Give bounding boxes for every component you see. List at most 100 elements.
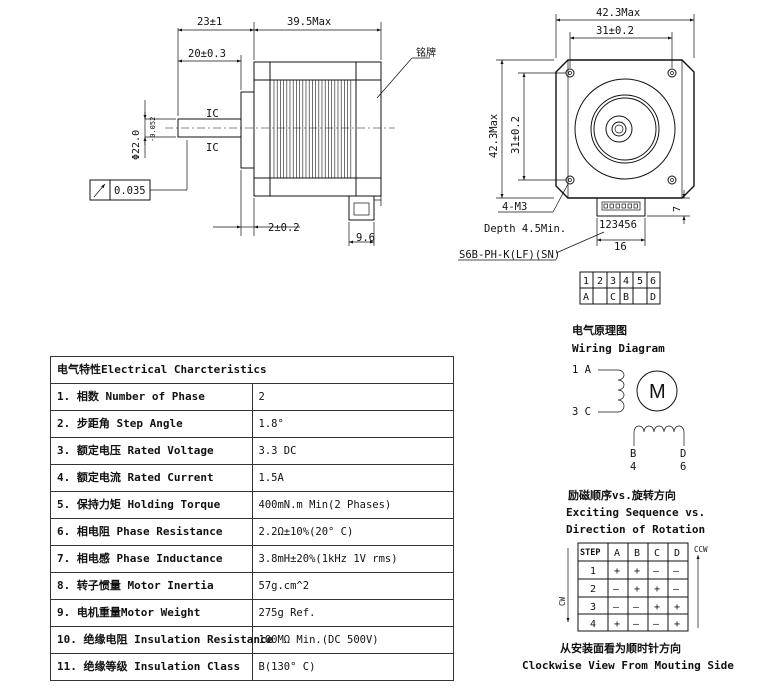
- motor-symbol-circle: [636, 370, 678, 412]
- seq-head-step: STEP: [580, 548, 600, 558]
- seq-r4-b: —: [633, 619, 640, 630]
- spec-key: 8. 转子惯量 Motor Inertia: [50, 572, 253, 600]
- dim-hole-spacing-vertical: 31±0.2: [510, 116, 522, 154]
- sequence-footer-cn: 从安装面看为顺时针方向: [560, 641, 681, 655]
- seq-r1-b: +: [634, 566, 640, 577]
- seq-step-2: 2: [590, 584, 596, 595]
- seq-r2-c: +: [654, 584, 660, 595]
- ic-upper: IC: [206, 108, 219, 120]
- dim-hole-spacing: 31±0.2: [596, 25, 634, 37]
- connector-housing: [348, 195, 375, 221]
- phase-4: B: [623, 292, 629, 303]
- table-row: 6. 相电阻 Phase Resistance 2.2Ω±10%(20° C): [50, 518, 454, 546]
- runout-value: 0.035: [114, 185, 146, 197]
- wiring-title-cn: 电气原理图: [572, 323, 627, 337]
- side-view: 42.3Max 31±0.2 42.3Max 31±0.2 7 4-M3 Dep…: [458, 7, 695, 261]
- spec-key: 2. 步距角 Step Angle: [50, 410, 253, 438]
- seq-step-4: 4: [590, 619, 596, 630]
- spec-value: 57g.cm^2: [251, 572, 454, 600]
- spec-key: 4. 额定电流 Rated Current: [50, 464, 253, 492]
- spec-key: 11. 绝缘等级 Insulation Class: [50, 653, 253, 681]
- dim-top-left: 23±1: [197, 16, 222, 28]
- spec-value: 2: [251, 383, 454, 411]
- seq-head-b: B: [634, 548, 640, 559]
- phase-6: D: [650, 292, 656, 303]
- pin-map: 1 2 3 4 5 6 A C B D: [579, 271, 661, 305]
- seq-head-d: D: [674, 548, 680, 559]
- pin-2: 2: [597, 276, 603, 287]
- coil-ac: [617, 369, 625, 413]
- spec-key: 1. 相数 Number of Phase: [50, 383, 253, 411]
- label-1a: 1 A: [572, 364, 592, 376]
- pin-3: 3: [610, 276, 616, 287]
- spec-key: 5. 保持力矩 Holding Torque: [50, 491, 253, 519]
- seq-r2-a: —: [613, 584, 620, 595]
- dim-width-max: 42.3Max: [596, 7, 640, 19]
- spec-key: 10. 绝缘电阻 Insulation Resistance: [50, 626, 273, 654]
- ic-lower: IC: [206, 142, 219, 154]
- dim-top-body: 39.5Max: [287, 16, 331, 28]
- spec-value: 1.5A: [251, 464, 454, 492]
- motor-symbol: M: [649, 381, 666, 403]
- table-row: 11. 绝缘等级 Insulation Class B(130° C): [50, 653, 454, 681]
- seq-r3-b: —: [633, 602, 640, 613]
- table-header-row: 电气特性Electrical Charcteristics: [50, 356, 454, 384]
- dim-connector-width: 16: [614, 241, 627, 253]
- table-row: 1. 相数 Number of Phase 2: [50, 383, 454, 411]
- seq-r3-d: +: [674, 602, 680, 613]
- label-6: 6: [680, 461, 686, 473]
- pin-6: 6: [650, 276, 656, 287]
- connector-pins: [603, 203, 638, 209]
- spec-key: 9. 电机重量Motor Weight: [50, 599, 253, 627]
- dim-shaft-diameter: Φ22.0: [131, 130, 142, 160]
- spec-key: 3. 额定电压 Rated Voltage: [50, 437, 253, 465]
- electrical-characteristics-table: 电气特性Electrical Charcteristics 1. 相数 Numb…: [50, 356, 454, 681]
- spec-value: 275g Ref.: [251, 599, 454, 627]
- exciting-sequence: 励磁顺序vs.旋转方向 Exciting Sequence vs. Direct…: [522, 488, 734, 672]
- screw-label: 4-M3: [502, 201, 527, 213]
- seq-r2-b: +: [634, 584, 640, 595]
- dim-shaft-tolerance: -0.052: [149, 117, 157, 142]
- dim-boss: 20±0.3: [188, 48, 226, 60]
- dim-connector-offset: 7: [672, 206, 683, 212]
- label-b: B: [630, 448, 636, 460]
- seq-r2-d: —: [673, 584, 680, 595]
- pin-5: 5: [637, 276, 643, 287]
- coil-bd: [633, 425, 685, 433]
- cooling-fins: [273, 80, 352, 178]
- spec-value: B(130° C): [251, 653, 454, 681]
- seq-r4-d: +: [674, 619, 680, 630]
- table-row: 5. 保持力矩 Holding Torque 400mN.m Min(2 Pha…: [50, 491, 454, 519]
- seq-r1-a: +: [614, 566, 620, 577]
- dim-height-max: 42.3Max: [488, 114, 500, 158]
- cw-label: CW: [558, 596, 567, 606]
- electrical-title: 电气特性Electrical Charcteristics: [50, 356, 454, 384]
- seq-r3-a: —: [613, 602, 620, 613]
- seq-r4-c: —: [653, 619, 660, 630]
- table-row: 2. 步距角 Step Angle 1.8°: [50, 410, 454, 438]
- seq-step-1: 1: [590, 566, 596, 577]
- label-3c: 3 C: [572, 406, 591, 418]
- sequence-title-cn: 励磁顺序vs.旋转方向: [568, 488, 676, 502]
- table-row: 7. 相电感 Phase Inductance 3.8mH±20%(1kHz 1…: [50, 545, 454, 573]
- seq-r3-c: +: [654, 602, 660, 613]
- connector-model: S6B-PH-K(LF)(SN): [459, 249, 560, 261]
- pin-4: 4: [623, 276, 629, 287]
- mounting-holes: [565, 68, 677, 185]
- spec-key: 7. 相电感 Phase Inductance: [50, 545, 253, 573]
- side-connector: [596, 197, 646, 217]
- connector-pins-label: 123456: [599, 219, 637, 231]
- depth-label: Depth 4.5Min.: [484, 223, 566, 235]
- seq-step-3: 3: [590, 602, 596, 613]
- spec-value: 1.8°: [251, 410, 454, 438]
- seq-r1-c: —: [653, 566, 660, 577]
- spec-value: 2.2Ω±10%(20° C): [251, 518, 454, 546]
- seq-r1-d: —: [673, 566, 680, 577]
- table-row: 4. 额定电流 Rated Current 1.5A: [50, 464, 454, 492]
- seq-head-c: C: [654, 548, 660, 559]
- label-d: D: [680, 448, 686, 460]
- sequence-title-en-2: Direction of Rotation: [566, 523, 705, 536]
- table-row: 3. 额定电压 Rated Voltage 3.3 DC: [50, 437, 454, 465]
- dim-bottom-right: 9.6: [356, 232, 375, 244]
